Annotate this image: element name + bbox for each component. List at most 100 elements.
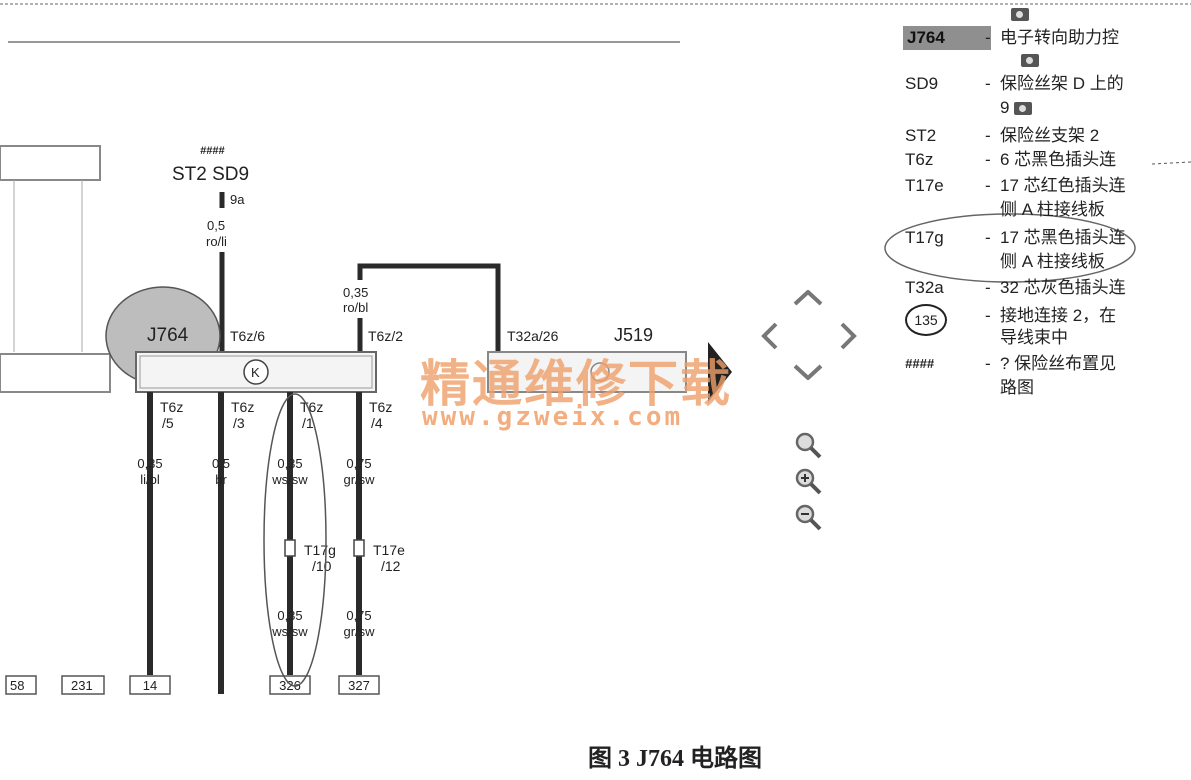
legend-desc: 17 芯黑色插头连: [1000, 228, 1126, 247]
legend-dash: -: [985, 176, 991, 195]
right-wire: [357, 263, 501, 352]
terminal-box: [338, 675, 380, 695]
pin-number: /4: [371, 415, 383, 431]
legend-code: J764: [903, 26, 991, 50]
legend-dash: -: [985, 28, 991, 47]
legend-desc: 17 芯红色插头连: [1000, 176, 1126, 195]
nav-left-icon[interactable]: [761, 322, 778, 350]
right-wire-color: ro/bl: [343, 300, 368, 315]
pin-label: T6z: [369, 399, 392, 415]
play-arrow-icon[interactable]: [708, 342, 732, 402]
pin-label: T6z: [160, 399, 183, 415]
legend-dash: -: [985, 126, 991, 145]
pin-t32a26: T32a/26: [507, 328, 559, 344]
legend-code: T6z: [905, 150, 934, 169]
watermark-text: 精通维修下载: [420, 355, 732, 413]
zoom-in-icon[interactable]: [795, 468, 822, 495]
connector-label: T17e: [373, 542, 405, 558]
pin-t6z6: T6z/6: [230, 328, 265, 344]
legend-desc2: 导线束中: [1000, 328, 1068, 347]
bottom-wires: [147, 392, 365, 694]
terminal-label: 58: [10, 678, 24, 693]
zoom-icon[interactable]: [795, 432, 822, 459]
legend-code: SD9: [905, 74, 939, 93]
nav-up-icon[interactable]: [793, 289, 823, 306]
wire-gauge: 0,35: [277, 608, 302, 623]
module-symbol-text: K: [251, 365, 260, 380]
legend-desc: 接地连接 2，在: [1000, 306, 1117, 325]
connector-label: T17g: [304, 542, 336, 558]
terminal-label: 14: [143, 678, 157, 693]
terminal-box: [129, 675, 171, 695]
j764-module-inner: [139, 355, 373, 389]
legend-code: ####: [905, 356, 934, 371]
wire-color: br: [215, 472, 227, 487]
legend-desc: 保险丝架 D 上的: [1000, 74, 1124, 93]
terminal-label: 327: [348, 678, 370, 693]
connector-t17g: [284, 539, 296, 557]
ground-badge: 135: [905, 304, 947, 336]
legend-code: T32a: [905, 278, 944, 297]
camera-icon[interactable]: [1011, 8, 1029, 21]
zoom-icons: [795, 432, 822, 531]
connector-pin: /10: [312, 558, 332, 574]
legend-dash: -: [985, 354, 991, 373]
legend-dash: -: [985, 228, 991, 247]
terminal-label: 326: [279, 678, 301, 693]
wire-gauge: 0,75: [346, 608, 371, 623]
legend-dash: -: [985, 150, 991, 169]
legend-annotation-ellipse: [884, 213, 1136, 283]
legend-desc: 6 芯黑色插头连: [1000, 150, 1117, 169]
wire-gauge: 0,35: [277, 456, 302, 471]
figure-caption: 图 3 J764 电路图: [588, 746, 762, 772]
nav-down-icon[interactable]: [793, 364, 823, 381]
left-module-box: [0, 353, 111, 393]
camera-icon[interactable]: [1021, 54, 1039, 67]
bottom-pin-labels: T6z/50,35li/bl14T6z/30,5brT6z/10,35ws/sw…: [129, 399, 405, 695]
pin-t6z2: T6z/2: [368, 328, 403, 344]
wire-color: gr/sw: [343, 624, 375, 639]
left-terminals: 58 231: [5, 675, 105, 695]
j519-module-box: [487, 351, 687, 393]
upper-left-box: [0, 145, 101, 181]
zoom-out-icon[interactable]: [795, 504, 822, 531]
pan-arrows: [761, 289, 857, 381]
wire-color: ws/sw: [271, 624, 308, 639]
legend-desc: 保险丝支架 2: [1000, 126, 1100, 145]
camera-icon[interactable]: [1014, 102, 1033, 116]
legend-desc: ? 保险丝布置见: [1000, 354, 1117, 373]
j519-symbol: [590, 362, 610, 382]
legend-code: T17e: [905, 176, 944, 195]
wire-color: li/bl: [140, 472, 160, 487]
terminal-box: [61, 675, 105, 695]
component-label: J764: [147, 325, 189, 346]
wire-color: ws/sw: [271, 472, 308, 487]
pin-number: /3: [233, 415, 245, 431]
pin-number: /1: [302, 415, 314, 431]
connector-t17e: [353, 539, 365, 557]
terminal-label: 231: [71, 678, 93, 693]
module-symbol: [243, 359, 269, 385]
terminal-box: [5, 675, 37, 695]
legend-leader-line: [1151, 161, 1191, 165]
pin-label: T6z: [231, 399, 254, 415]
watermark-url: www.gzweix.com: [422, 402, 684, 432]
pin-number: /5: [162, 415, 174, 431]
t17g-annotation-ellipse: [263, 393, 327, 687]
top-wire-gauge: 0,5: [207, 218, 225, 233]
legend-desc2: 9: [1000, 98, 1010, 117]
fuse-mark: ####: [200, 145, 225, 157]
pan-control: [760, 289, 860, 381]
wire-color: gr/sw: [343, 472, 375, 487]
legend-desc: 电子转向助力控: [1000, 28, 1119, 47]
wire-gauge: 0,35: [137, 456, 162, 471]
legend-dash: -: [985, 306, 991, 325]
nav-right-icon[interactable]: [840, 322, 857, 350]
wire-gauge: 0,75: [346, 456, 371, 471]
legend-desc2: 侧 A 柱接线板: [1000, 252, 1105, 271]
fuse-header: ST2 SD9: [172, 164, 249, 185]
legend-code: ST2: [905, 126, 937, 145]
legend-code: T17g: [905, 228, 944, 247]
wire-gauge: 0,5: [212, 456, 230, 471]
